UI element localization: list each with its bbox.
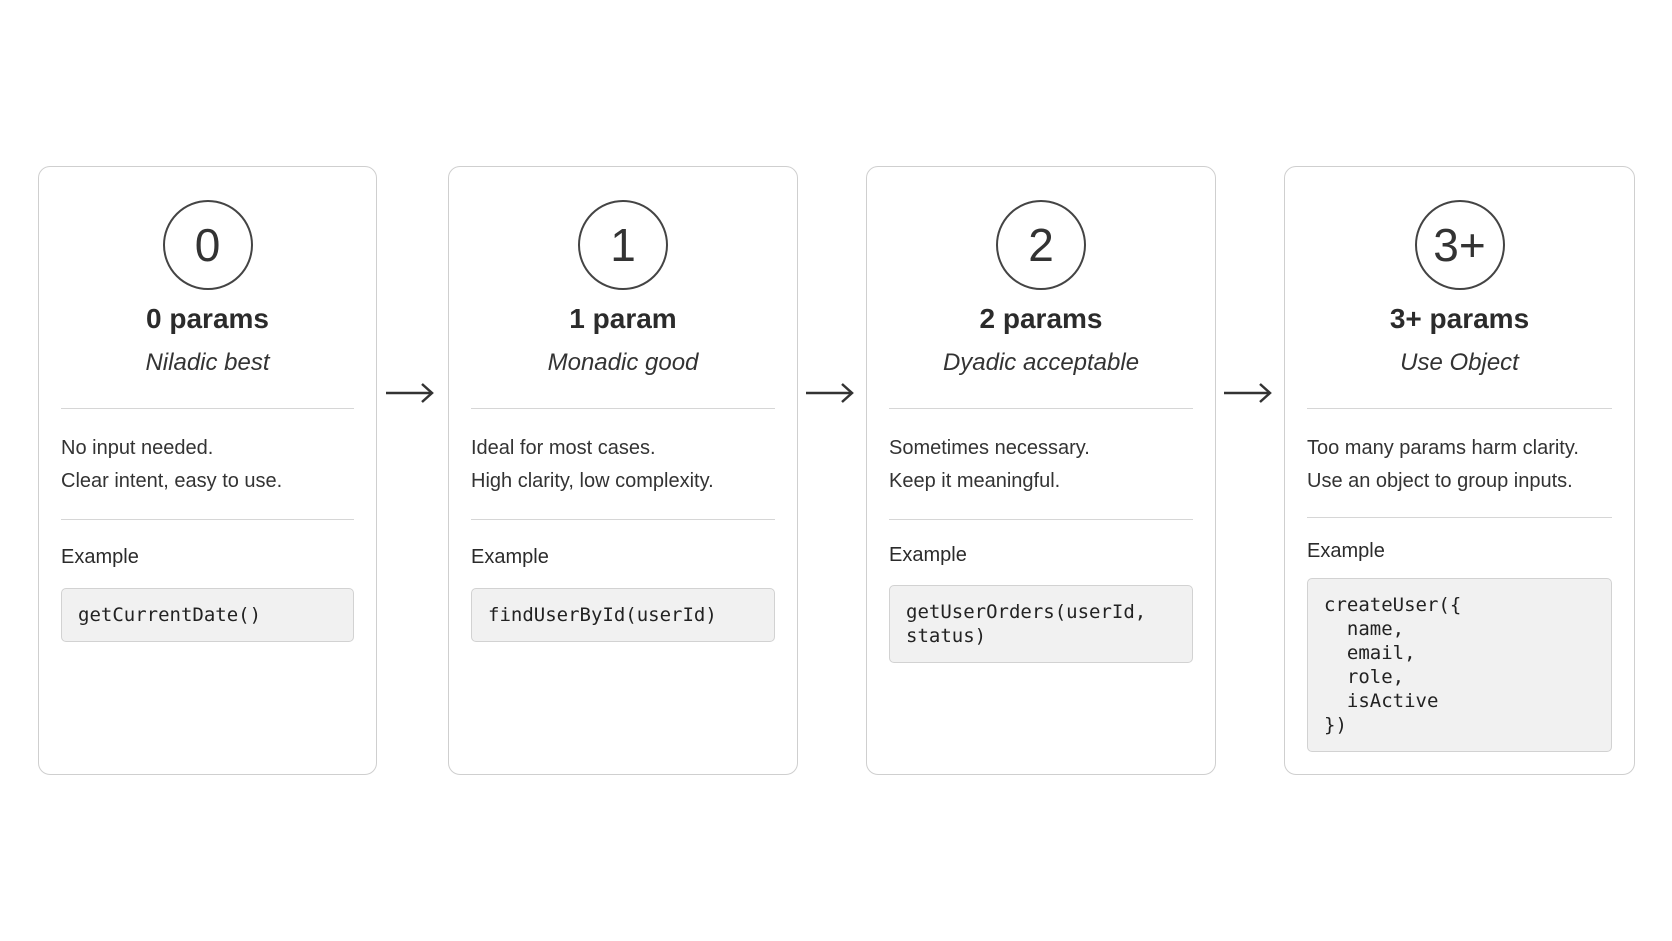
- card-one-param: 1 1 param Monadic good Ideal for most ca…: [448, 166, 798, 775]
- arrow-right-icon: [1222, 381, 1274, 405]
- example-label: Example: [889, 544, 967, 566]
- example-label: Example: [1307, 540, 1385, 562]
- description-line: Sometimes necessary.: [889, 437, 1090, 459]
- arrow-right-icon: [804, 381, 856, 405]
- divider: [61, 519, 354, 520]
- card-two-params: 2 2 params Dyadic acceptable Sometimes n…: [866, 166, 1216, 775]
- card-description: Too many params harm clarity. Use an obj…: [1307, 432, 1618, 498]
- description-line: No input needed.: [61, 437, 214, 459]
- code-example: getCurrentDate(): [61, 588, 354, 642]
- divider: [1307, 517, 1612, 518]
- divider: [61, 408, 354, 409]
- badge-circle: 2: [996, 200, 1086, 290]
- description-line: High clarity, low complexity.: [471, 470, 714, 492]
- divider: [471, 519, 775, 520]
- description-line: Too many params harm clarity.: [1307, 437, 1579, 459]
- code-example: createUser({ name, email, role, isActive…: [1307, 578, 1612, 752]
- code-example: findUserById(userId): [471, 588, 775, 642]
- description-line: Ideal for most cases.: [471, 437, 656, 459]
- card-description: Sometimes necessary. Keep it meaningful.: [889, 432, 1199, 498]
- divider: [1307, 408, 1612, 409]
- arrow-right-icon: [384, 381, 436, 405]
- card-description: No input needed. Clear intent, easy to u…: [61, 432, 360, 498]
- card-three-plus-params: 3+ 3+ params Use Object Too many params …: [1284, 166, 1635, 775]
- example-label: Example: [61, 546, 139, 568]
- card-subtitle: Monadic good: [547, 349, 699, 376]
- code-example: getUserOrders(userId, status): [889, 585, 1193, 663]
- badge-circle: 3+: [1414, 200, 1505, 290]
- badge-circle: 0: [162, 200, 253, 290]
- example-label: Example: [471, 546, 549, 568]
- card-subtitle: Niladic best: [145, 349, 270, 376]
- card-title: 3+ params: [1389, 303, 1530, 334]
- description-line: Use an object to group inputs.: [1307, 470, 1573, 492]
- card-description: Ideal for most cases. High clarity, low …: [471, 432, 781, 498]
- badge-circle: 1: [578, 200, 668, 290]
- card-title: 1 param: [569, 303, 677, 334]
- divider: [889, 519, 1193, 520]
- card-subtitle: Use Object: [1400, 349, 1519, 376]
- divider: [471, 408, 775, 409]
- card-subtitle: Dyadic acceptable: [942, 349, 1140, 376]
- card-zero-params: 0 0 params Niladic best No input needed.…: [38, 166, 377, 775]
- description-line: Keep it meaningful.: [889, 470, 1061, 492]
- card-title: 2 params: [979, 303, 1103, 334]
- card-title: 0 params: [146, 303, 269, 334]
- description-line: Clear intent, easy to use.: [61, 470, 283, 492]
- divider: [889, 408, 1193, 409]
